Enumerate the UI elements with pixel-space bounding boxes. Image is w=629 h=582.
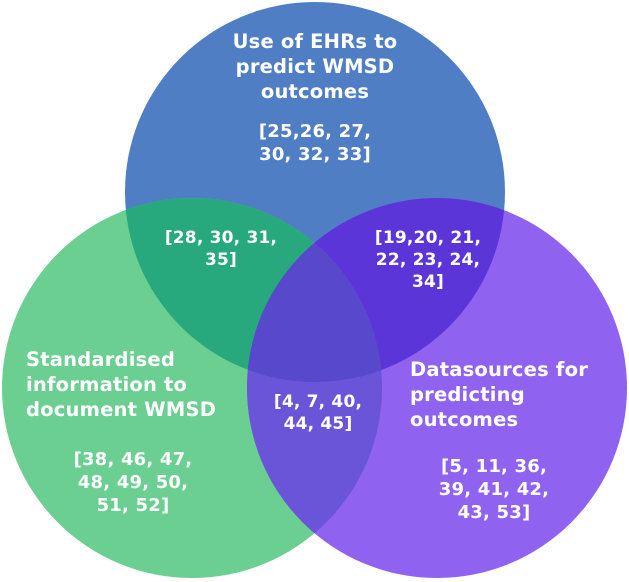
overlap-all-three <box>247 198 382 382</box>
